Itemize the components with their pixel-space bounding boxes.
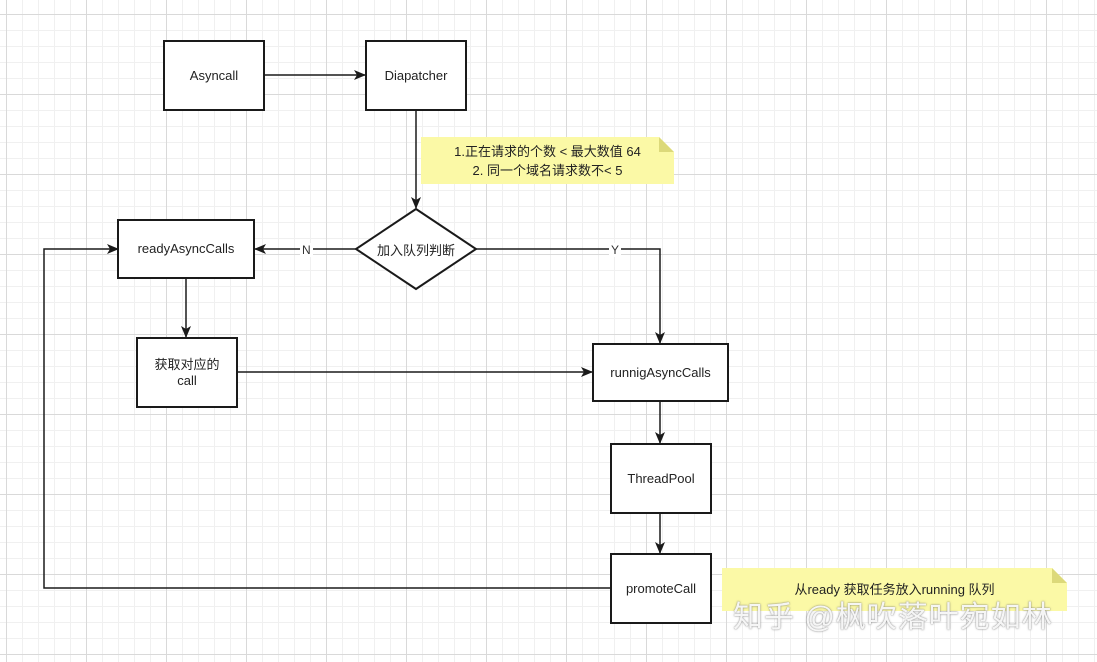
condition-note: 1.正在请求的个数 < 最大数值 64 2. 同一个域名请求数不< 5 bbox=[421, 137, 674, 184]
decision-diamond bbox=[354, 207, 478, 291]
edge-label-yes: Y bbox=[609, 243, 622, 257]
get-call-node[interactable]: 获取对应的 call bbox=[136, 337, 238, 408]
condition-note-shape bbox=[421, 137, 674, 184]
thread-pool-node[interactable]: ThreadPool bbox=[610, 443, 712, 514]
diapatcher-label: Diapatcher bbox=[384, 67, 448, 83]
thread-pool-label: ThreadPool bbox=[627, 470, 695, 486]
decision-label: 加入队列判断 bbox=[376, 242, 455, 258]
promote-call-node[interactable]: promoteCall bbox=[610, 553, 712, 624]
ready-async-calls-label: readyAsyncCalls bbox=[137, 241, 235, 256]
promote-note-fold bbox=[1052, 568, 1067, 583]
diapatcher-node[interactable]: Diapatcher bbox=[365, 40, 467, 111]
condition-note-line-1: 1.正在请求的个数 < 最大数值 64 bbox=[454, 143, 641, 159]
ready-async-calls-node[interactable]: readyAsyncCalls bbox=[117, 219, 255, 279]
asyncall-node[interactable]: Asyncall bbox=[163, 40, 265, 111]
promote-call-label: promoteCall bbox=[625, 580, 697, 596]
asyncall-label: Asyncall bbox=[189, 67, 239, 83]
promote-note-shape bbox=[722, 568, 1067, 611]
condition-note-line-2: 2. 同一个域名请求数不< 5 bbox=[472, 162, 623, 178]
promote-note-text: 从ready 获取任务放入running 队列 bbox=[794, 582, 995, 597]
watermark-text: 知乎 @枫吹落叶宛如林 bbox=[733, 601, 1053, 634]
promote-note: 从ready 获取任务放入running 队列 bbox=[722, 568, 1067, 611]
get-call-label: 获取对应的 call bbox=[154, 356, 220, 388]
edge-label-no: N bbox=[300, 243, 313, 257]
edge-decision-to-running bbox=[476, 248, 665, 344]
running-async-calls-label: runnigAsyncCalls bbox=[610, 364, 711, 380]
edge-promote-to-ready bbox=[43, 244, 611, 589]
running-async-calls-node[interactable]: runnigAsyncCalls bbox=[592, 343, 729, 402]
condition-note-fold bbox=[659, 137, 674, 152]
